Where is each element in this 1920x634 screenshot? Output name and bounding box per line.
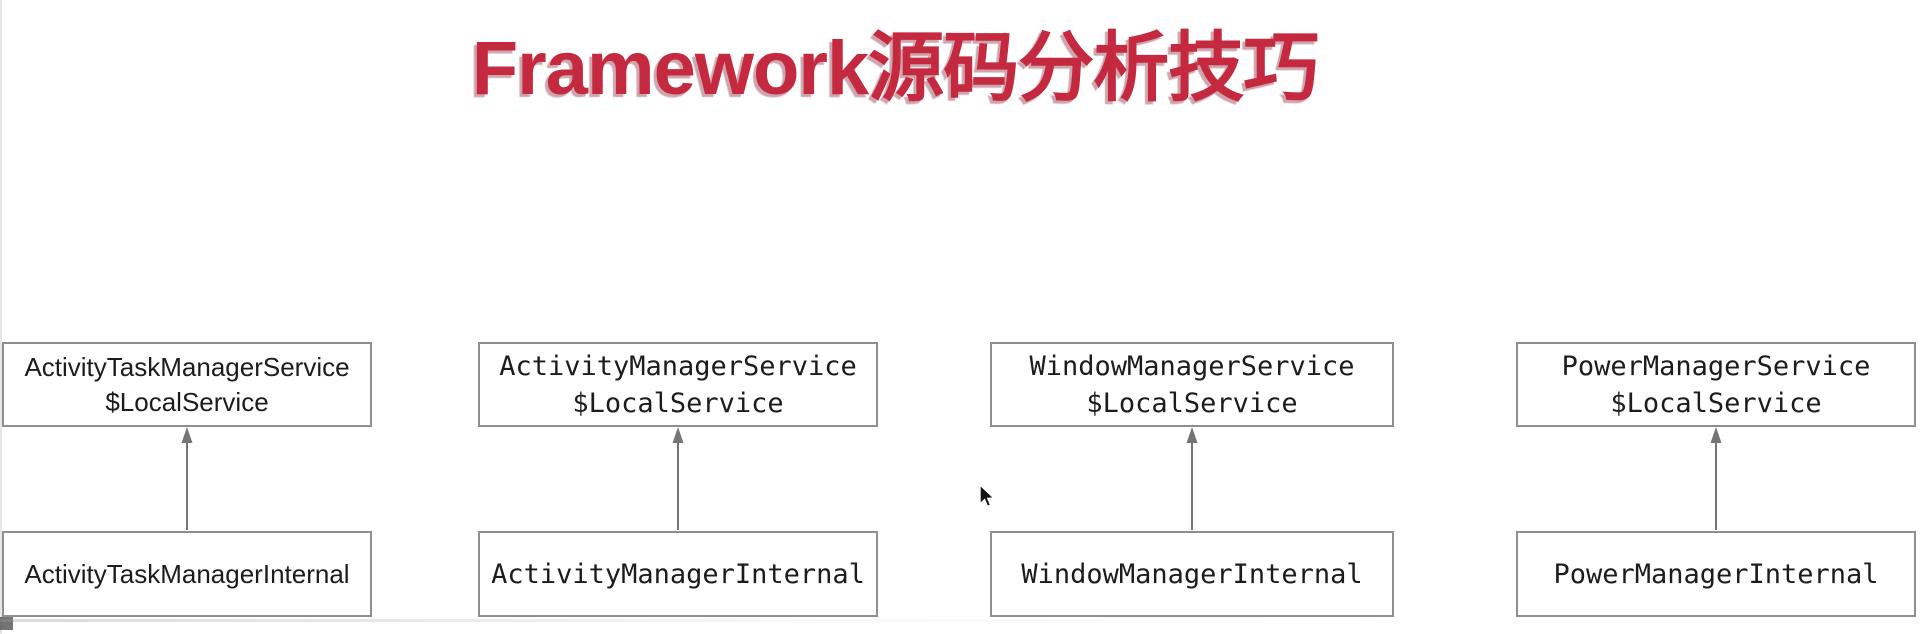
box-activity-manager-service: ActivityManagerService $LocalService <box>478 342 878 427</box>
arrow-up-icon <box>1707 427 1725 531</box>
box-label-line2: $LocalService <box>572 387 784 419</box>
arrow-up-icon <box>178 427 196 531</box>
box-power-manager-service: PowerManagerService $LocalService <box>1516 342 1916 427</box>
class-pair-power-manager: PowerManagerService $LocalService PowerM… <box>1516 342 1916 617</box>
box-label-line1: ActivityManagerService <box>499 350 857 382</box>
box-window-manager-internal: WindowManagerInternal <box>990 531 1394 617</box>
class-pair-window-manager: WindowManagerService $LocalService Windo… <box>990 342 1394 617</box>
arrow-up-icon <box>669 427 687 531</box>
box-label-line1: WindowManagerService <box>1029 350 1355 382</box>
box-label: ActivityTaskManagerInternal <box>24 558 350 589</box>
bottom-edge-artifact <box>0 619 1400 622</box>
box-label-line1: ActivityTaskManagerService <box>24 351 350 382</box>
box-label-line1: PowerManagerService <box>1561 350 1871 382</box>
box-activity-task-manager-service: ActivityTaskManagerService $LocalService <box>2 342 372 427</box>
page-title: Framework源码分析技巧 <box>471 26 1320 111</box>
box-label-line2: $LocalService <box>105 386 269 417</box>
box-power-manager-internal: PowerManagerInternal <box>1516 531 1916 617</box>
box-window-manager-service: WindowManagerService $LocalService <box>990 342 1394 427</box>
box-label: WindowManagerInternal <box>1021 558 1363 590</box>
box-label-line2: $LocalService <box>1086 387 1298 419</box>
left-edge-artifact <box>0 0 2 634</box>
box-label-line2: $LocalService <box>1610 387 1822 419</box>
class-pair-activity-task-manager: ActivityTaskManagerService $LocalService… <box>2 342 372 617</box>
box-activity-task-manager-internal: ActivityTaskManagerInternal <box>2 531 372 617</box>
box-label: PowerManagerInternal <box>1553 558 1879 590</box>
class-pair-activity-manager: ActivityManagerService $LocalService Act… <box>478 342 878 617</box>
arrow-up-icon <box>1183 427 1201 531</box>
box-activity-manager-internal: ActivityManagerInternal <box>478 531 878 617</box>
bottom-left-corner-artifact <box>0 617 13 630</box>
box-label: ActivityManagerInternal <box>491 558 865 590</box>
